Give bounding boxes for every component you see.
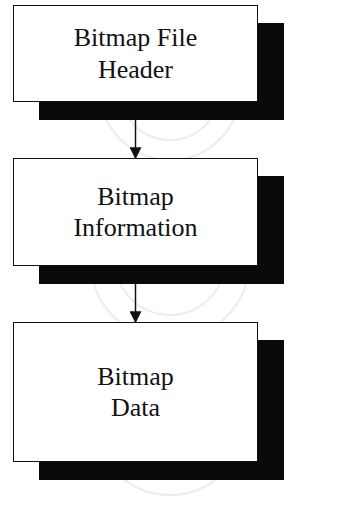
flow-arrow bbox=[135, 102, 137, 158]
process-box: Bitmap File Header bbox=[13, 5, 258, 102]
box-label: Bitmap File Header bbox=[36, 22, 236, 84]
process-box: Bitmap Data bbox=[13, 322, 258, 462]
box-label: Bitmap Data bbox=[76, 361, 196, 423]
process-box: Bitmap Information bbox=[13, 158, 258, 266]
flow-arrow bbox=[135, 266, 137, 322]
box-label: Bitmap Information bbox=[36, 181, 236, 243]
